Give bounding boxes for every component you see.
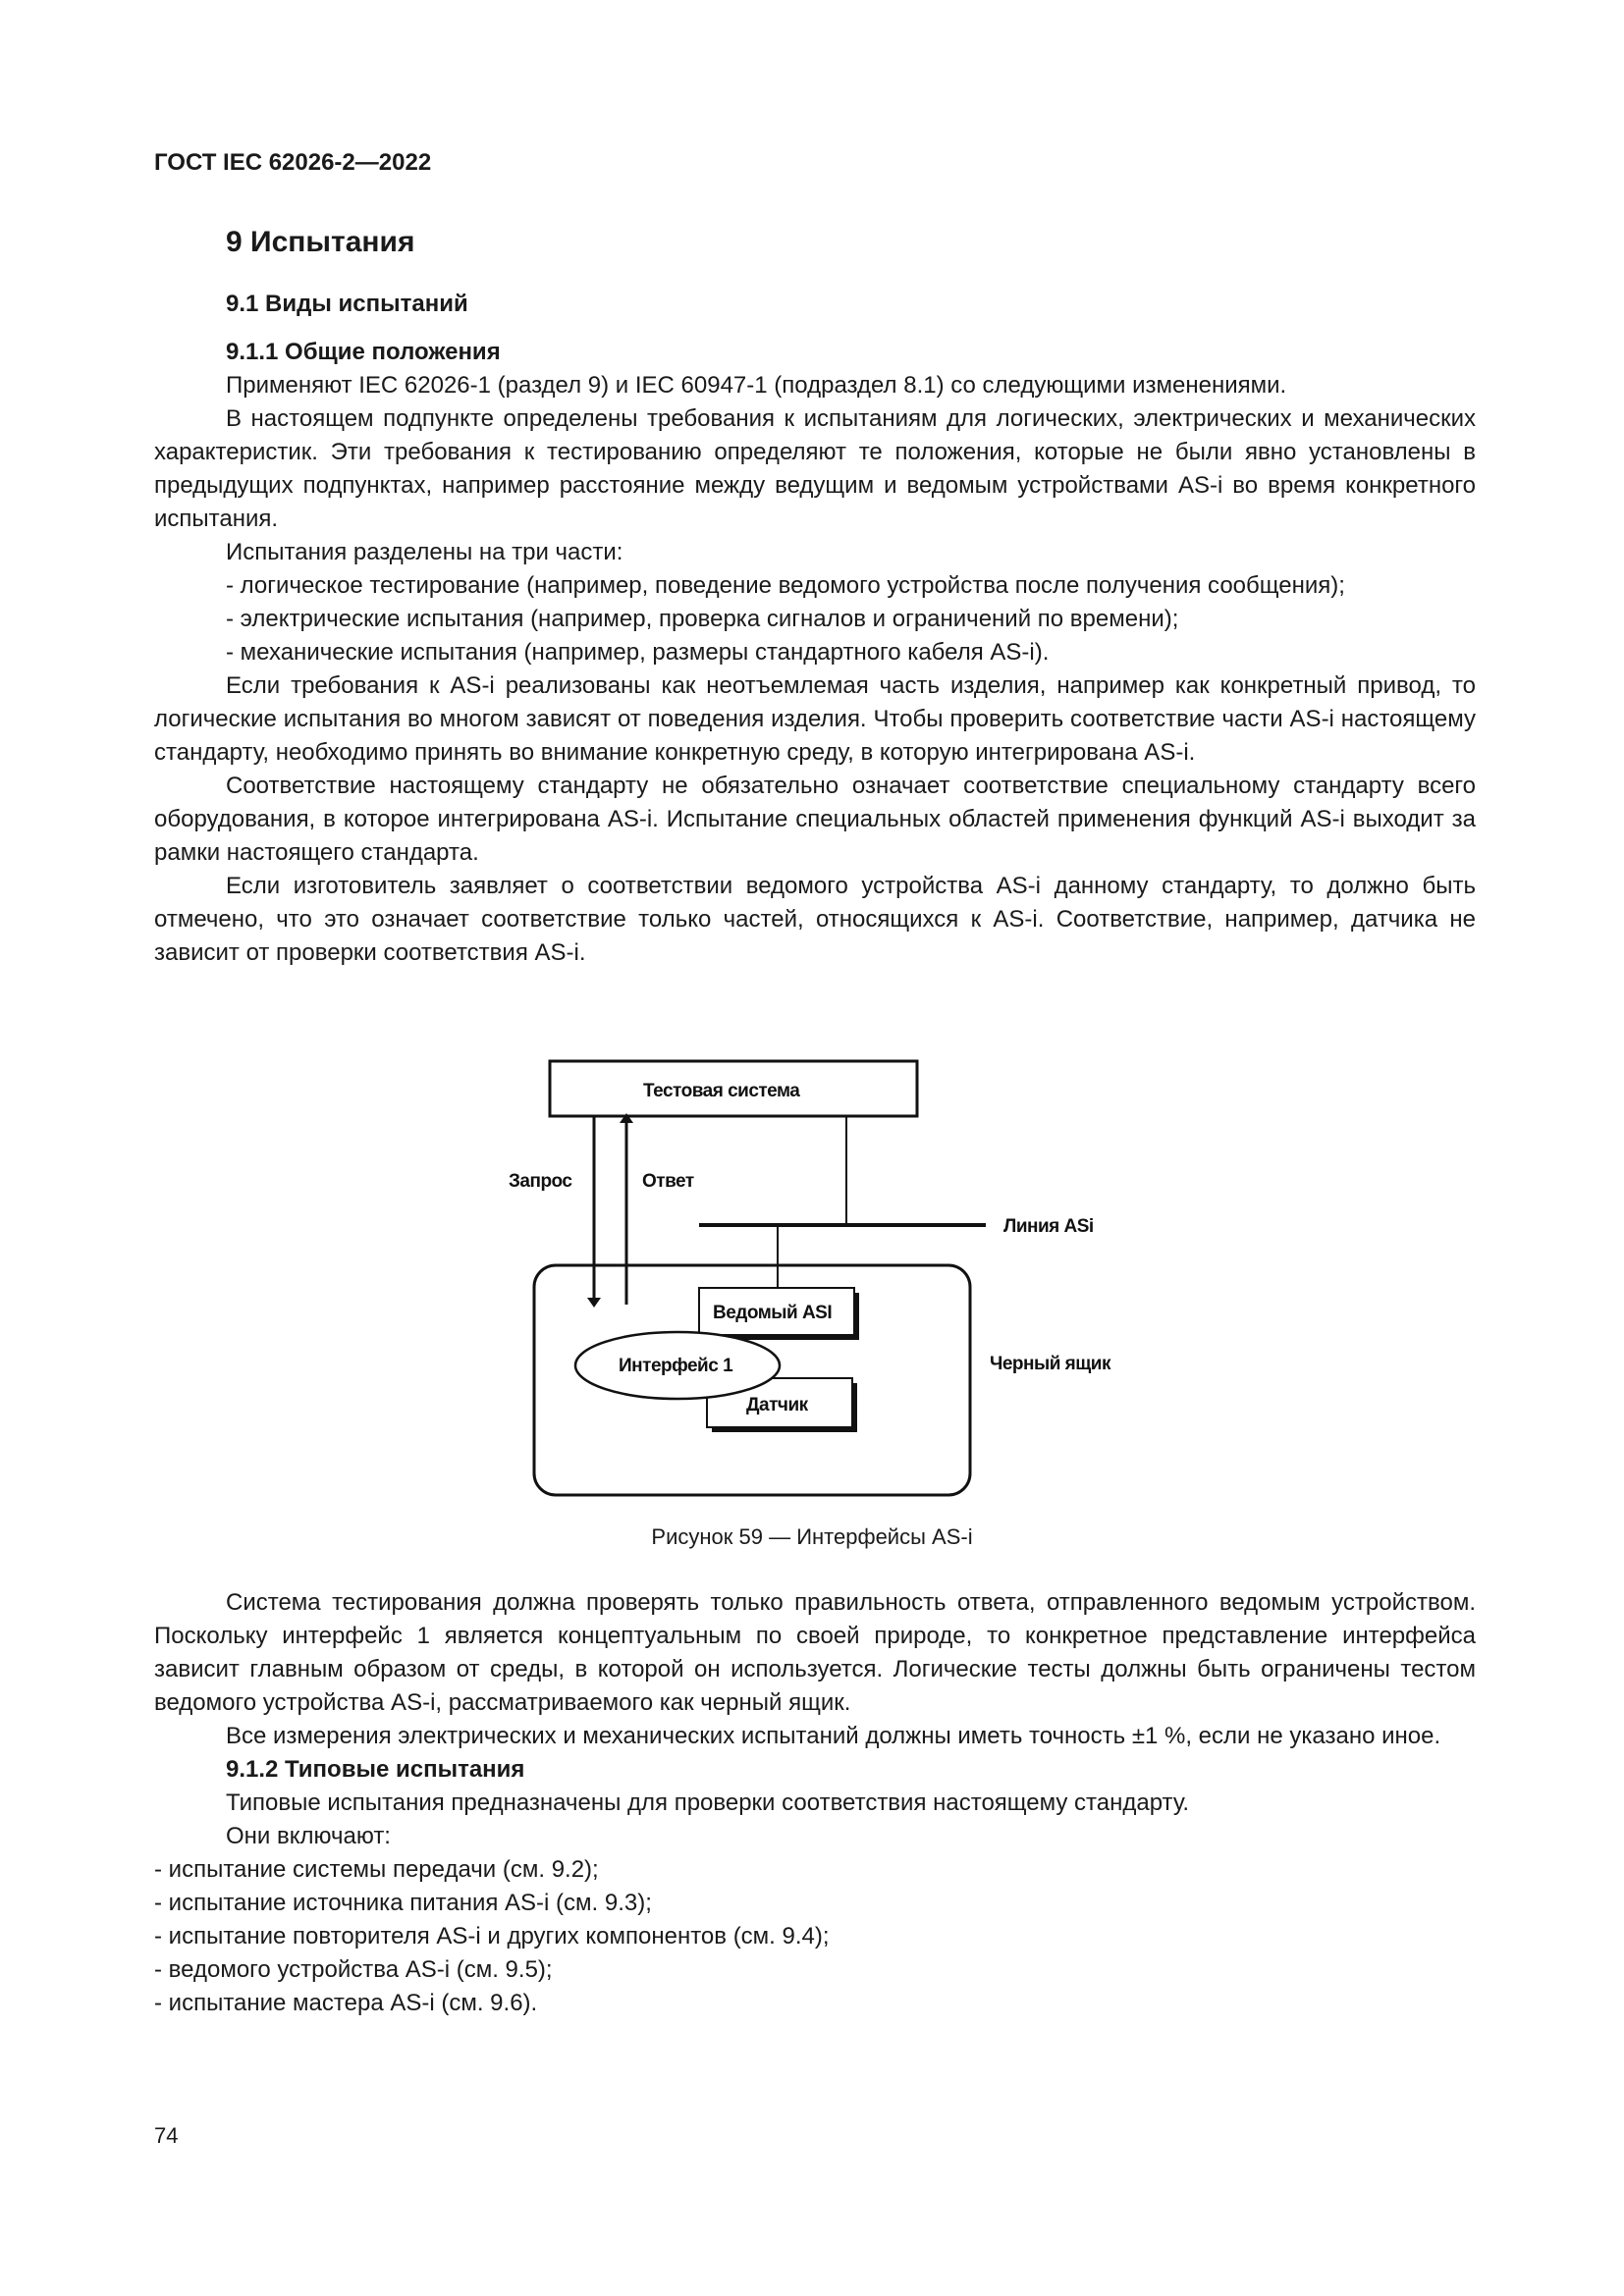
list-item: - логическое тестирование (например, пов… bbox=[226, 572, 1345, 599]
subsection-heading: 9.1 Виды испытаний bbox=[226, 291, 468, 317]
test-system-box bbox=[548, 1059, 919, 1118]
paragraph: Испытания разделены на три части: bbox=[226, 539, 623, 565]
sensor-label: Датчик bbox=[746, 1395, 809, 1415]
paragraph: В настоящем подпункте определены требова… bbox=[154, 405, 1476, 532]
black-box-label: Черный ящик bbox=[990, 1354, 1111, 1374]
list-item: - испытание повторителя AS-i и других ко… bbox=[154, 1923, 830, 1949]
list-item: - испытание системы передачи (см. 9.2); bbox=[154, 1856, 599, 1883]
paragraph: Система тестирования должна проверять то… bbox=[154, 1589, 1476, 1716]
document-header: ГОСТ IEC 62026-2—2022 bbox=[154, 149, 432, 176]
interface-label: Интерфейс 1 bbox=[619, 1356, 733, 1376]
paragraph: Если изготовитель заявляет о соответстви… bbox=[154, 873, 1476, 966]
body-text-upper: 9.1.1 Общие положения Применяют IEC 6202… bbox=[154, 336, 1476, 970]
section-heading: 9 Испытания bbox=[226, 226, 415, 258]
paragraph: Соответствие настоящему стандарту не обя… bbox=[154, 773, 1476, 866]
page-number: 74 bbox=[154, 2123, 179, 2148]
clause-heading-type-tests: 9.1.2 Типовые испытания bbox=[226, 1756, 525, 1783]
asi-line-label: Линия ASi bbox=[1003, 1216, 1094, 1237]
clause-heading-general: 9.1.1 Общие положения bbox=[226, 339, 501, 365]
list-item: - механические испытания (например, разм… bbox=[226, 639, 1050, 666]
request-label: Запрос bbox=[509, 1171, 572, 1192]
figure-caption: Рисунок 59 — Интерфейсы AS-i bbox=[651, 1524, 973, 1549]
black-box bbox=[532, 1263, 972, 1497]
paragraph: Применяют IEC 62026-1 (раздел 9) и IEC 6… bbox=[226, 372, 1287, 399]
slave-box bbox=[698, 1287, 855, 1336]
slave-label: Ведомый ASI bbox=[713, 1303, 832, 1323]
paragraph: Если требования к AS-i реализованы как н… bbox=[154, 672, 1476, 766]
list-item: - ведомого устройства AS-i (см. 9.5); bbox=[154, 1956, 553, 1983]
response-label: Ответ bbox=[642, 1171, 694, 1192]
list-item: - испытание мастера AS-i (см. 9.6). bbox=[154, 1990, 538, 2016]
paragraph: Все измерения электрических и механическ… bbox=[226, 1723, 1441, 1749]
paragraph: Типовые испытания предназначены для пров… bbox=[226, 1789, 1190, 1816]
figure-as-i-interfaces: Тестовая система Запрос Ответ Линия ASi … bbox=[491, 1045, 1178, 1517]
test-system-label: Тестовая система bbox=[643, 1081, 800, 1101]
list-item: - испытание источника питания AS-i (см. … bbox=[154, 1890, 652, 1916]
list-item: - электрические испытания (например, про… bbox=[226, 606, 1179, 632]
interface-ellipse bbox=[573, 1330, 782, 1401]
paragraph: Они включают: bbox=[226, 1823, 391, 1849]
body-text-lower: Система тестирования должна проверять то… bbox=[154, 1586, 1476, 2020]
